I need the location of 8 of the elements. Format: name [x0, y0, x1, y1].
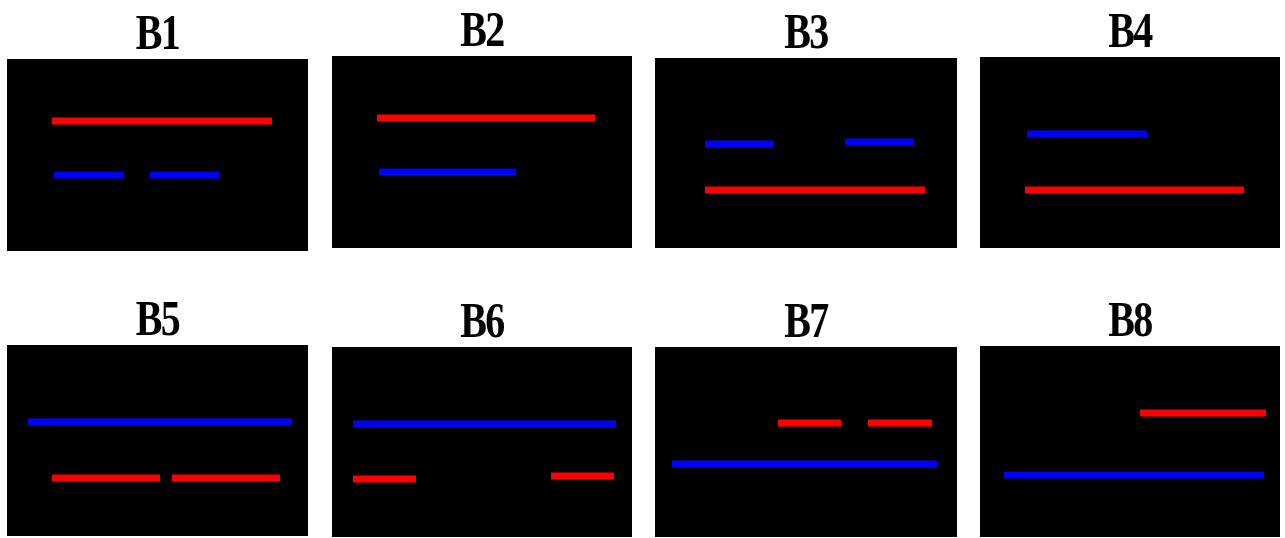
- panel-title: B4: [1107, 5, 1154, 55]
- panel-title: B1: [134, 7, 181, 57]
- panel-title: B6: [459, 295, 505, 345]
- panel-title: B7: [783, 295, 830, 345]
- panel-title: B5: [134, 293, 181, 343]
- panel-title: B2: [459, 4, 505, 54]
- panel-title: B8: [1107, 294, 1153, 344]
- panel-title: B3: [783, 6, 829, 56]
